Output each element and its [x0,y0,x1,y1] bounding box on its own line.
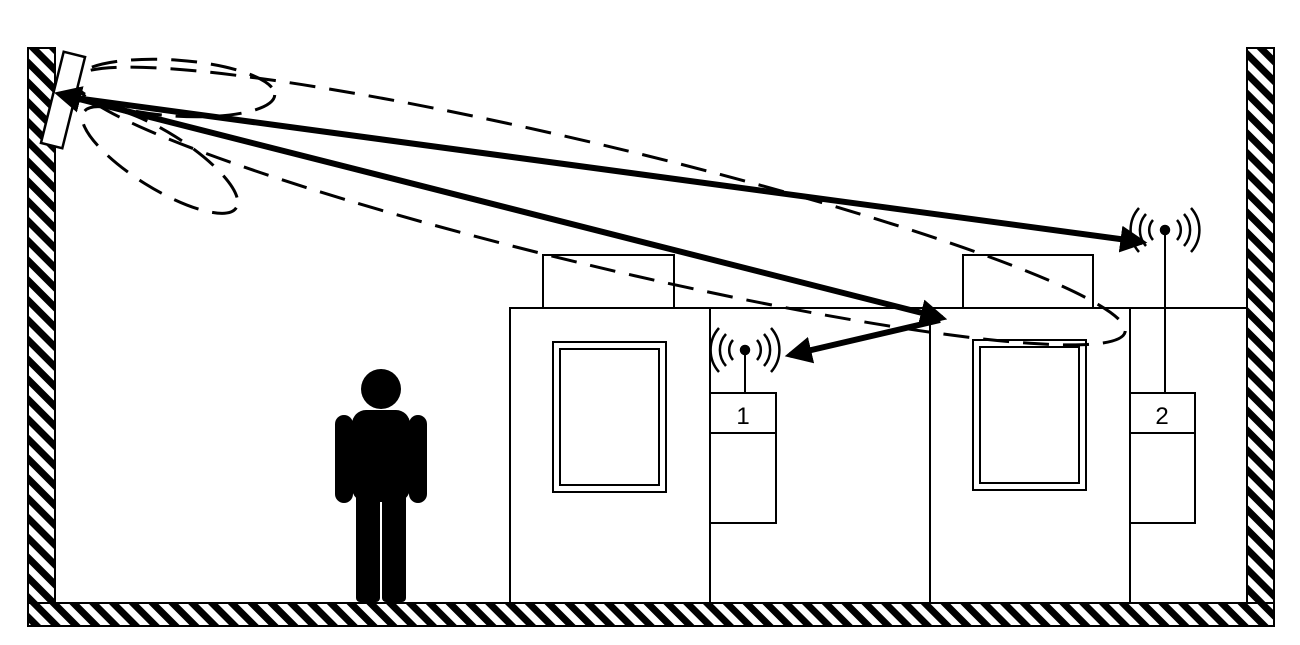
floor [27,602,1275,627]
signal-paths [54,86,1148,364]
person-icon [335,369,427,602]
device-2-label: 2 [1155,403,1168,430]
right-wall [1246,47,1275,609]
beam-to-device-2 [74,95,1148,253]
machine-1-window-inner [559,348,660,486]
antenna-icon [709,327,781,373]
machine-2-top-box [962,254,1094,310]
machine-2 [929,254,1248,604]
device-1-label: 1 [736,403,749,430]
device-1-box [709,392,777,524]
device-2: 2 [1129,207,1201,524]
machine-1-top-box [542,254,675,310]
reflection-to-device-1 [784,317,941,364]
device-1: 1 [709,327,781,524]
machine-2-window-inner [979,346,1080,484]
device-2-box [1129,392,1196,524]
beam-to-reflection-point [54,86,948,326]
